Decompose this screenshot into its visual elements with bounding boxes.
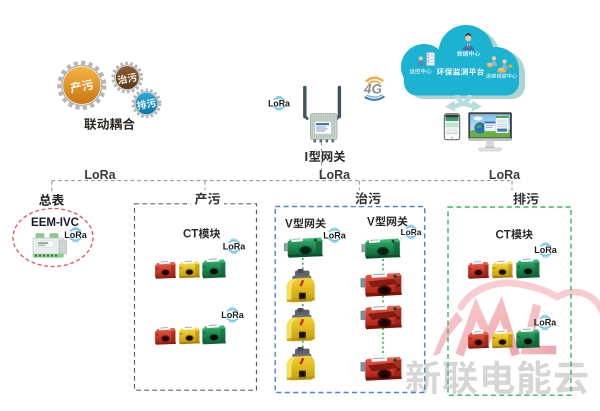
svg-text:CT: CT <box>496 229 511 241</box>
svg-text:4G: 4G <box>363 82 383 97</box>
svg-text:EEM-IVC: EEM-IVC <box>31 217 79 229</box>
svg-text:LoRa: LoRa <box>84 168 116 182</box>
svg-text:I: I <box>305 149 309 164</box>
svg-text:V: V <box>285 218 293 230</box>
svg-text:V: V <box>367 216 375 228</box>
svg-text:CT: CT <box>183 229 198 241</box>
svg-text:LoRa: LoRa <box>489 168 521 182</box>
svg-text:LoRa: LoRa <box>319 168 351 182</box>
